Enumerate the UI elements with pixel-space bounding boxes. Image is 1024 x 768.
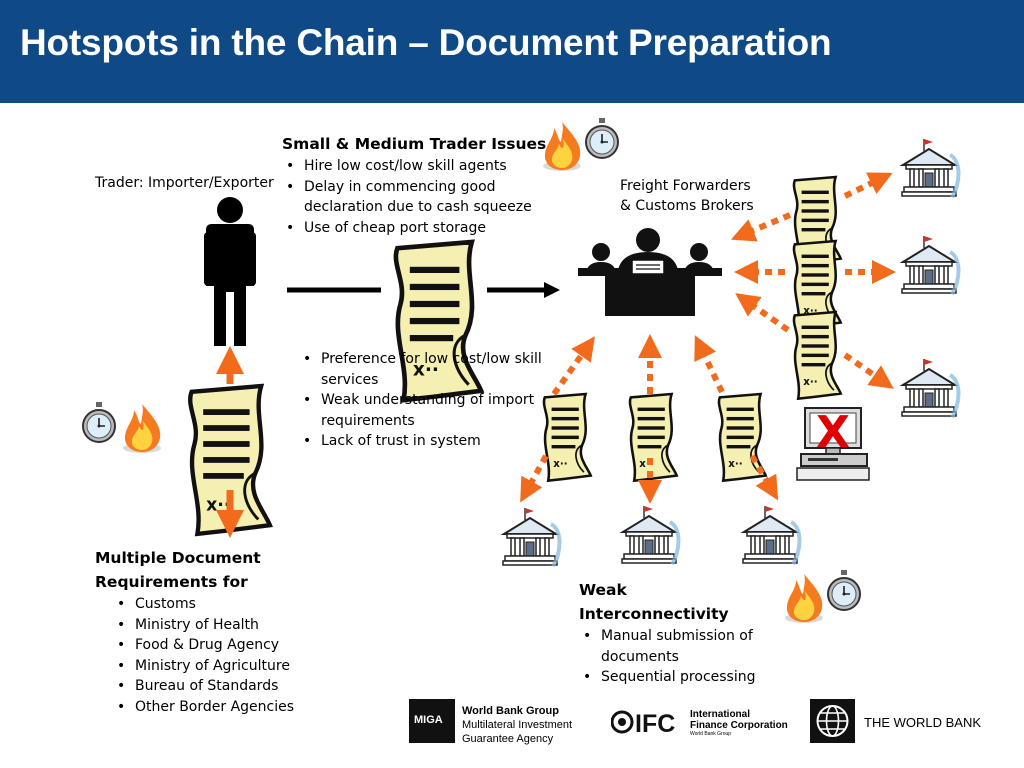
list-item: Manual submission of documents: [579, 626, 779, 667]
miga-text-line: Multilateral Investment: [462, 719, 573, 731]
miga-text-line: Guarantee Agency: [462, 733, 554, 745]
building-icon: [900, 234, 961, 296]
computer-icon: X: [796, 407, 870, 481]
weak-list: Manual submission of documents Sequentia…: [579, 626, 779, 688]
footer-logos: MIGA World Bank Group Multilateral Inves…: [0, 694, 1024, 754]
list-item: Sequential processing: [579, 667, 779, 688]
sme-list: Hire low cost/low skill agents Delay in …: [282, 156, 554, 238]
requirements-heading-line: Multiple Document: [95, 549, 261, 567]
sme-issues: Small & Medium Trader Issues Hire low co…: [282, 132, 554, 238]
miga-mark: MIGA: [414, 714, 443, 726]
list-item: Lack of trust in system: [299, 431, 549, 452]
building-icon: [900, 357, 961, 419]
document-icon: [792, 310, 842, 400]
list-item: Weak understanding of import requirement…: [299, 390, 549, 431]
person-icon: [204, 197, 256, 346]
freight-label-line: Freight Forwarders: [620, 178, 751, 194]
freight-label: Freight Forwarders & Customs Brokers: [620, 176, 754, 216]
ifc-logo: IFC: [611, 710, 675, 736]
document-icon: [542, 392, 592, 482]
building-icon: [741, 504, 802, 566]
list-item: Food & Drug Agency: [113, 635, 325, 656]
list-item: Other Border Agencies: [113, 697, 325, 718]
building-icon: [620, 504, 681, 566]
list-item: Bureau of Standards: [113, 676, 325, 697]
miga-text-line: World Bank Group: [462, 705, 559, 717]
flame-icon: [123, 404, 161, 453]
ifc-subtext: World Bank Group: [690, 731, 732, 737]
building-icon: [900, 137, 961, 199]
flame-icon: [785, 574, 823, 623]
freight-label-line: & Customs Brokers: [620, 198, 754, 214]
office-desk-icon: [578, 228, 722, 316]
stopwatch-icon: [827, 569, 861, 611]
miga-text: World Bank Group Multilateral Investment…: [462, 704, 572, 746]
computer-error-mark: X: [816, 407, 850, 458]
world-bank-logo: [810, 699, 855, 743]
document-icon: [628, 392, 678, 482]
ifc-text-line: International: [690, 709, 751, 720]
ifc-text: International Finance Corporation: [690, 709, 788, 731]
trader-label: Trader: Importer/Exporter: [95, 175, 274, 191]
weak-interconnectivity: Weak Interconnectivity Manual submission…: [579, 578, 779, 688]
list-item: Delay in commencing good declaration due…: [282, 177, 554, 218]
list-item: Ministry of Health: [113, 615, 325, 636]
world-bank-text: THE WORLD BANK: [864, 715, 982, 730]
ifc-mark: IFC: [635, 710, 675, 736]
stopwatch-icon: [585, 117, 619, 159]
ifc-text-line: Finance Corporation: [690, 720, 788, 731]
sme-heading: Small & Medium Trader Issues: [282, 135, 547, 153]
list-item: Preference for low cost/low skill servic…: [299, 349, 549, 390]
list-item: Customs: [113, 594, 325, 615]
list-item: Use of cheap port storage: [282, 218, 554, 239]
requirements-list: Customs Ministry of Health Food & Drug A…: [113, 594, 325, 717]
stopwatch-icon: [82, 401, 116, 443]
building-icon: [501, 506, 562, 568]
list-item: Ministry of Agriculture: [113, 656, 325, 677]
orange-dotted-arrow: [520, 172, 896, 504]
title-bar: Hotspots in the Chain – Document Prepara…: [0, 0, 1024, 103]
page-title: Hotspots in the Chain – Document Prepara…: [20, 22, 832, 63]
miga-logo: MIGA: [409, 699, 455, 743]
requirements-heading-line: Requirements for: [95, 573, 248, 591]
document-requirements: Multiple Document Requirements for Custo…: [95, 546, 325, 717]
weak-heading: Weak Interconnectivity: [579, 581, 729, 623]
list-item: Hire low cost/low skill agents: [282, 156, 554, 177]
service-list: Preference for low cost/low skill servic…: [299, 349, 549, 452]
service-issues: Preference for low cost/low skill servic…: [299, 349, 549, 452]
